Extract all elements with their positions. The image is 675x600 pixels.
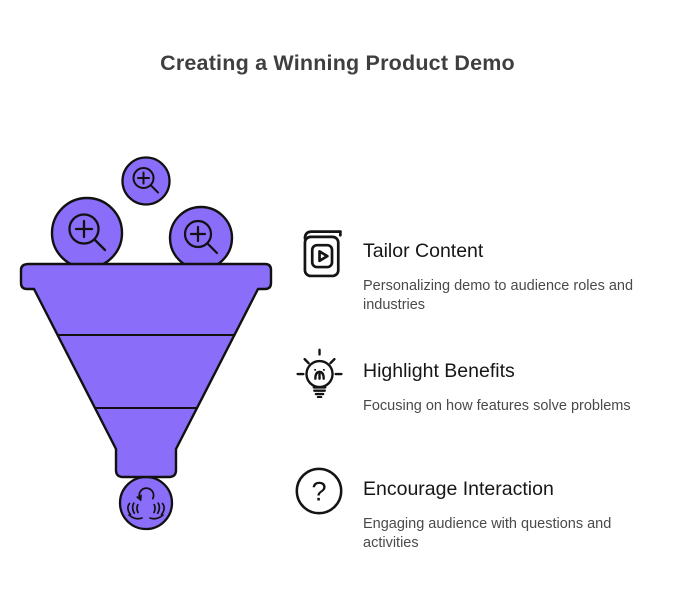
care-bubble <box>118 475 174 531</box>
zoom-in-bubble-right <box>168 205 234 271</box>
question-glyph: ? <box>311 475 326 506</box>
item-text: Tailor Content Personalizing demo to aud… <box>363 228 665 314</box>
zoom-in-bubble-left <box>50 196 124 270</box>
item-title: Highlight Benefits <box>363 360 515 382</box>
funnel-graphic <box>19 156 273 531</box>
item-title: Tailor Content <box>363 240 484 262</box>
funnel-divider-lines <box>58 334 234 409</box>
page-title: Creating a Winning Product Demo <box>160 51 515 75</box>
item-text: Highlight Benefits Focusing on how featu… <box>363 348 631 416</box>
item-title: Encourage Interaction <box>363 478 554 500</box>
funnel-body <box>19 262 273 479</box>
list-item-tailor-content: Tailor Content Personalizing demo to aud… <box>294 228 665 314</box>
lightbulb-icon <box>294 348 344 399</box>
list-item-encourage-interaction: ? Encourage Interaction Engaging audienc… <box>294 466 665 552</box>
zoom-in-icon <box>68 213 107 252</box>
zoom-in-icon <box>183 219 219 255</box>
list-item-highlight-benefits: Highlight Benefits Focusing on how featu… <box>294 348 631 416</box>
zoom-in-icon <box>132 167 159 194</box>
item-description: Engaging audience with questions and act… <box>363 516 612 551</box>
item-description: Personalizing demo to audience roles and… <box>363 278 634 313</box>
care-hands-icon <box>127 487 165 520</box>
zoom-in-bubble-top <box>121 156 171 206</box>
item-description: Focusing on how features solve problems <box>363 398 631 414</box>
item-text: Encourage Interaction Engaging audience … <box>363 466 665 552</box>
video-book-icon <box>294 228 344 278</box>
question-mark-icon: ? <box>294 466 344 516</box>
